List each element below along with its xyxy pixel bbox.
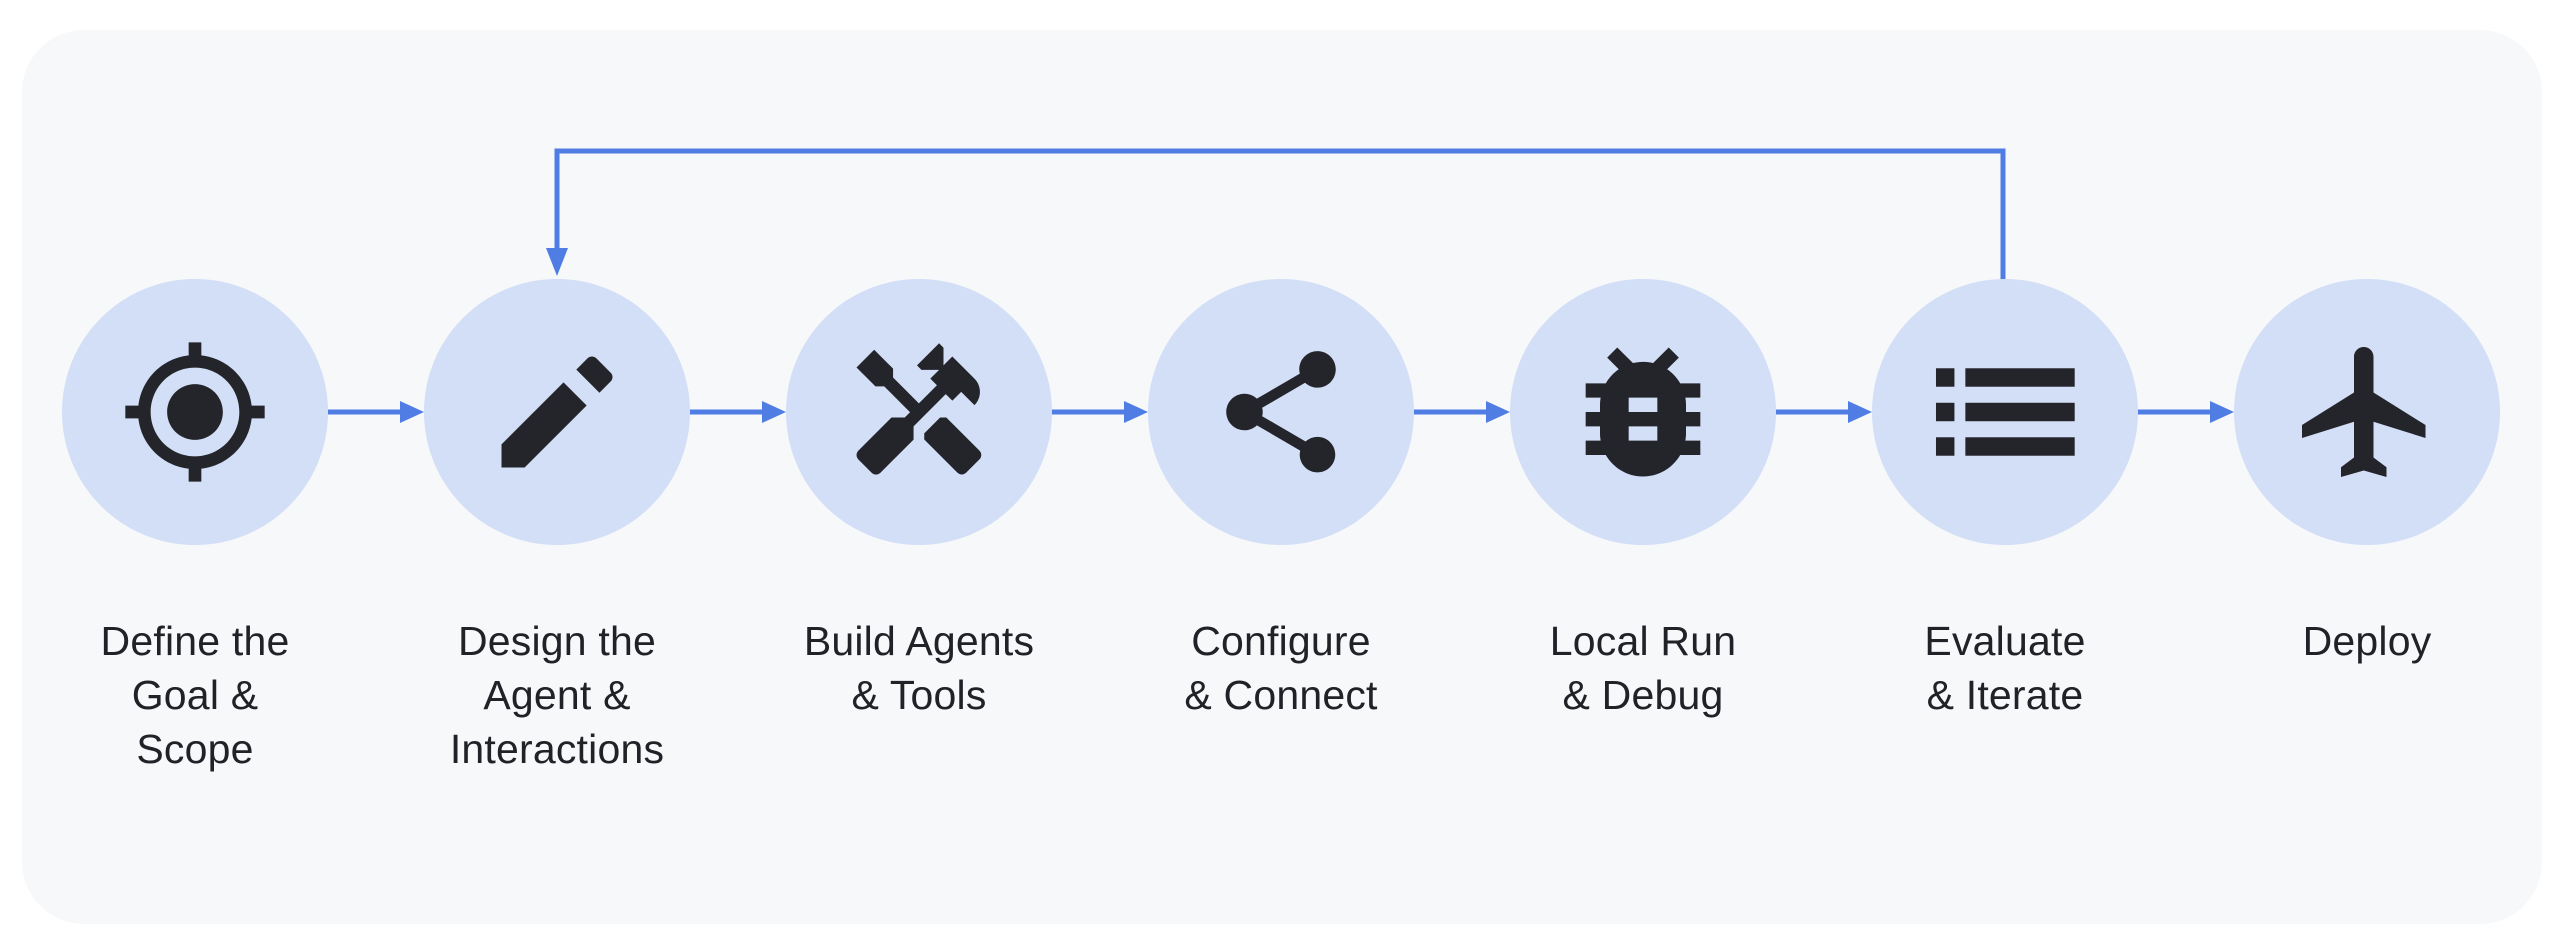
pencil-icon: [501, 356, 613, 468]
share-icon: [1226, 351, 1336, 473]
list-icon: [1935, 368, 2075, 456]
target-icon: [125, 342, 265, 482]
bug-icon: [1585, 347, 1701, 477]
hammer-wrench-icon: [856, 343, 982, 475]
node-define-goal-scope: [62, 279, 328, 545]
node-label-build-agents-tools: Build Agents & Tools: [803, 618, 1035, 718]
node-label-evaluate-iterate: Evaluate & Iterate: [1924, 618, 2086, 718]
node-label-define-goal-scope: Define the Goal & Scope: [100, 618, 290, 772]
node-label-deploy: Deploy: [2302, 618, 2432, 664]
node-evaluate-iterate: [1872, 279, 2138, 545]
node-label-design-agent-interactions: Design the Agent & Interactions: [449, 618, 665, 772]
node-local-run-debug: [1510, 279, 1776, 545]
node-label-local-run-debug: Local Run & Debug: [1549, 618, 1737, 718]
node-design-agent-interactions: [424, 279, 690, 545]
node-label-configure-connect: Configure & Connect: [1184, 618, 1378, 718]
node-deploy: [2234, 279, 2500, 545]
node-build-agents-tools: [786, 279, 1052, 545]
node-configure-connect: [1148, 279, 1414, 545]
airplane-icon: [2302, 347, 2426, 477]
